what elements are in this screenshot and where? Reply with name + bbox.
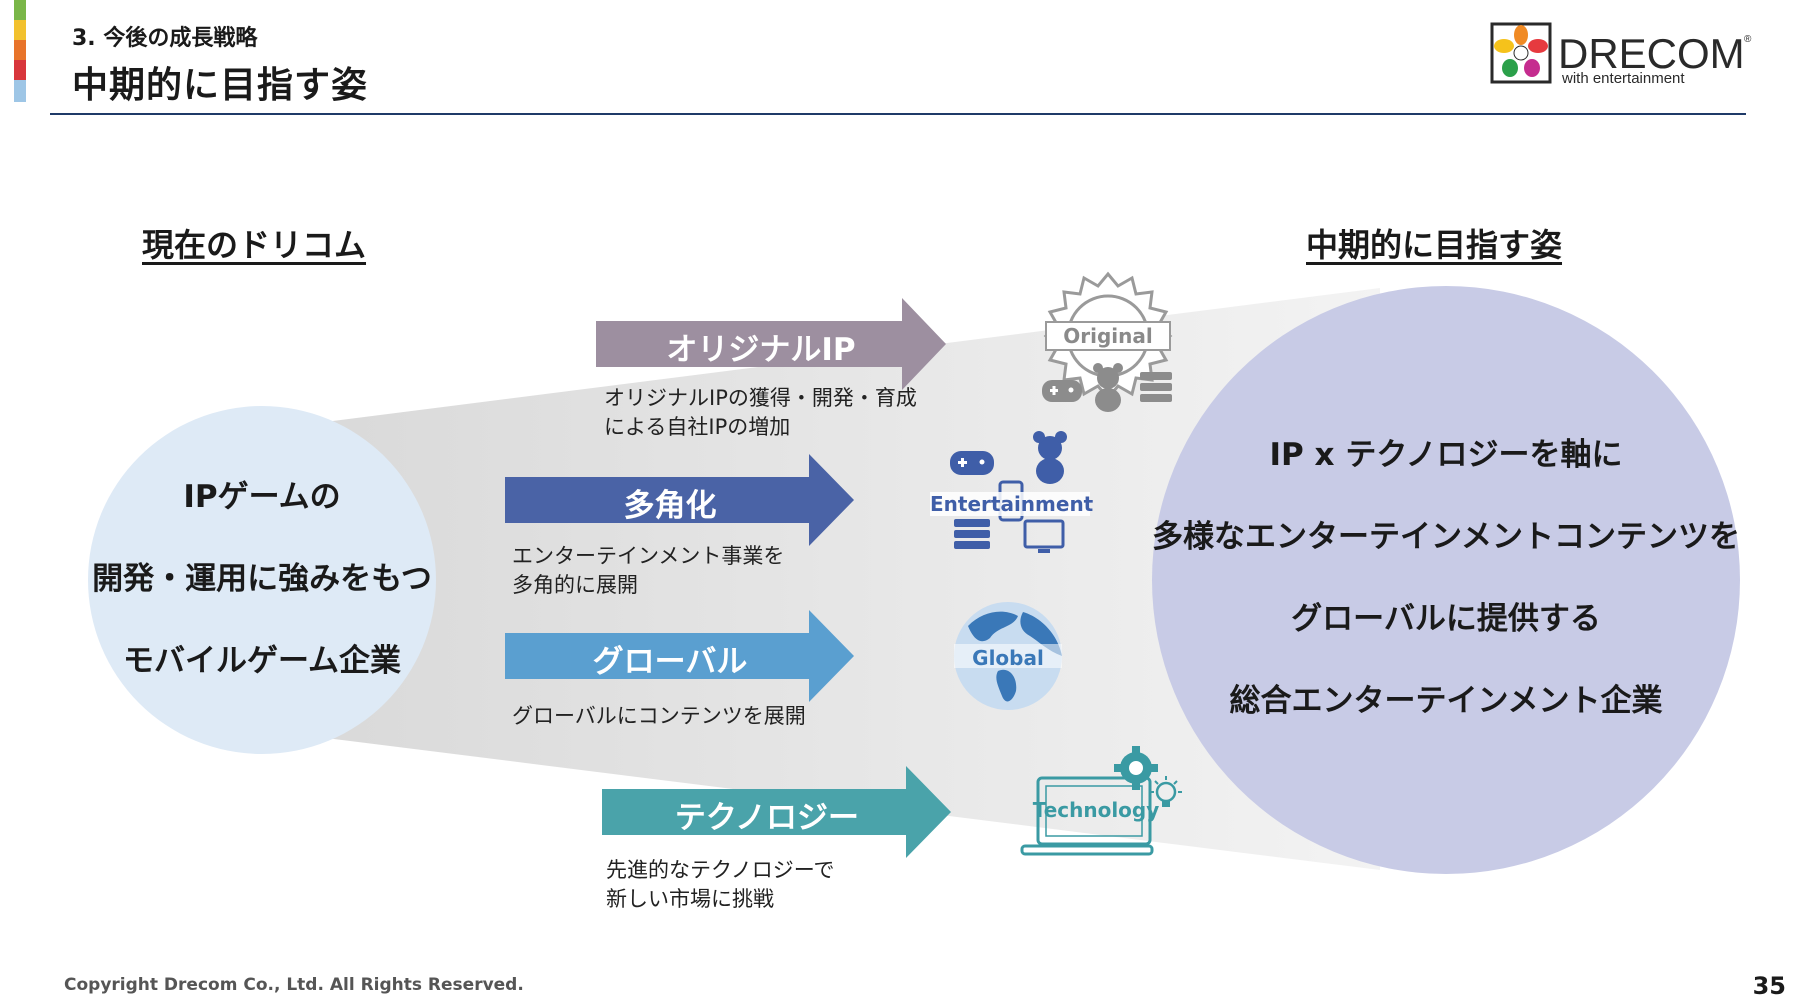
current-line: 開発・運用に強みをもつ bbox=[92, 561, 432, 597]
icon-label-entertainment: Entertainment bbox=[930, 492, 1094, 516]
current-company-description: IPゲームの 開発・運用に強みをもつ モバイルゲーム企業 bbox=[60, 456, 464, 702]
section-label: 3. 今後の成長戦略 bbox=[72, 26, 258, 51]
arrow-technology bbox=[602, 766, 951, 858]
icon-label-global: Global bbox=[972, 646, 1044, 670]
arrow-global bbox=[505, 610, 854, 702]
logo-registered-mark: ® bbox=[1744, 34, 1752, 45]
sun-badge-icon bbox=[1043, 271, 1173, 401]
page-number: 35 bbox=[1752, 972, 1786, 1000]
arrow-label-technology: テクノロジー bbox=[674, 800, 860, 836]
current-company-circle bbox=[88, 406, 436, 754]
target-line: 多様なエンターテインメントコンテンツを bbox=[1151, 519, 1741, 555]
books-icon bbox=[1140, 372, 1172, 402]
icon-label-original: Original bbox=[1063, 324, 1153, 348]
globe-icon bbox=[954, 602, 1062, 710]
controller-icon bbox=[1042, 380, 1082, 402]
desc-diversification: エンターテインメント事業を 多角的に展開 bbox=[512, 544, 785, 597]
desc-technology: 先進的なテクノロジーで 新しい市場に挑戦 bbox=[606, 858, 835, 911]
target-heading: 中期的に目指す姿 bbox=[1306, 226, 1563, 264]
arrow-diversification bbox=[505, 454, 854, 546]
desc-global: グローバルにコンテンツを展開 bbox=[512, 704, 806, 728]
arrow-label-diversification: 多角化 bbox=[623, 488, 717, 524]
entertainment-icon bbox=[950, 431, 1067, 553]
logo-tagline: with entertainment bbox=[1562, 70, 1685, 87]
controller-icon bbox=[950, 451, 994, 475]
page-title: 中期的に目指す姿 bbox=[72, 65, 369, 106]
logo-mark bbox=[1490, 22, 1552, 84]
funnel-shape bbox=[262, 288, 1380, 870]
arrow-label-original-ip: オリジナルIP bbox=[666, 332, 856, 368]
logo-name: DRECOM bbox=[1558, 30, 1745, 77]
desc-original-ip: オリジナルIPの獲得・開発・育成 による自社IPの増加 bbox=[604, 386, 917, 439]
copyright: Copyright Drecom Co., Ltd. All Rights Re… bbox=[64, 975, 524, 995]
icon-label-technology: Technology bbox=[1032, 798, 1160, 822]
current-line: モバイルゲーム企業 bbox=[122, 643, 402, 679]
arrow-original-ip bbox=[596, 298, 946, 390]
target-company-circle bbox=[1152, 286, 1740, 874]
current-heading: 現在のドリコム bbox=[142, 226, 367, 264]
target-line: IP x テクノロジーを軸に bbox=[1269, 437, 1623, 473]
current-line: IPゲームの bbox=[183, 479, 341, 515]
target-company-description: IP x テクノロジーを軸に 多様なエンターテインメントコンテンツを グローバル… bbox=[1108, 414, 1784, 742]
toy-bear-icon bbox=[1093, 363, 1123, 412]
header-divider bbox=[50, 113, 1746, 115]
monitor-icon bbox=[1023, 519, 1065, 553]
laptop-gear-icon bbox=[1020, 746, 1182, 856]
target-line: 総合エンターテインメント企業 bbox=[1229, 683, 1663, 719]
arrow-label-global: グローバル bbox=[592, 644, 748, 680]
target-line: グローバルに提供する bbox=[1291, 601, 1601, 637]
toy-bear-icon bbox=[1033, 431, 1067, 484]
books-icon bbox=[954, 519, 990, 549]
